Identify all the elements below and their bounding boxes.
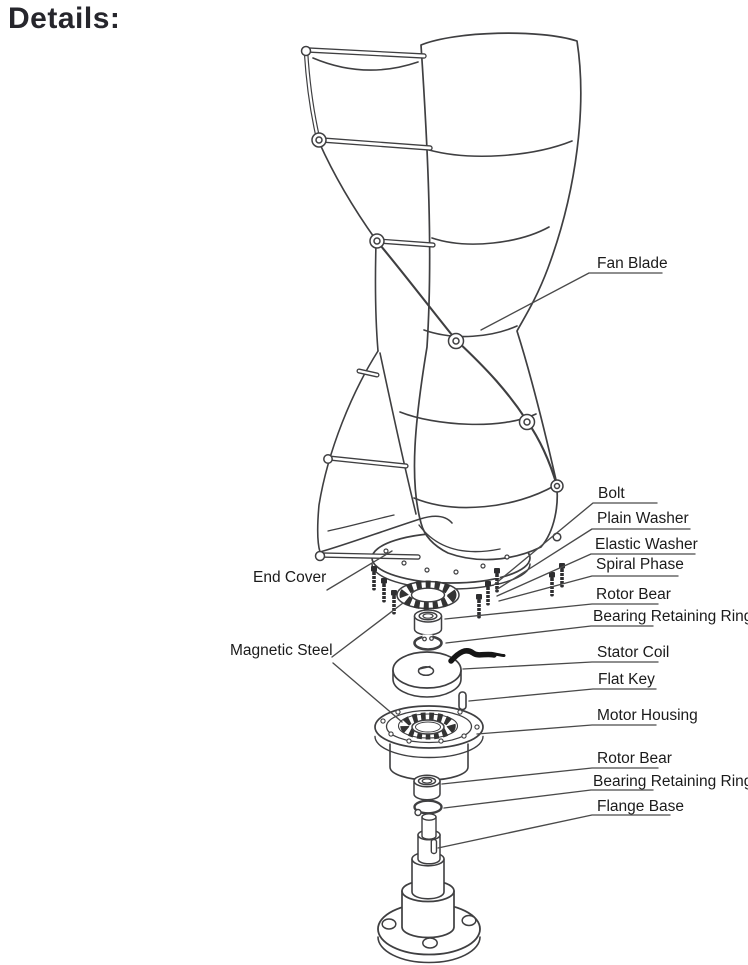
keyway-slot xyxy=(430,838,438,855)
leader-lines xyxy=(326,272,696,849)
label-stator-coil: Stator Coil xyxy=(597,644,670,661)
fan-blade-part xyxy=(300,32,582,575)
blade-joint-bolts xyxy=(300,45,564,562)
stator-wire-tip xyxy=(488,652,506,658)
magnetic-steel-ring xyxy=(396,580,460,610)
label-magnetic-steel: Magnetic Steel xyxy=(230,642,333,659)
leader-bearing-retaining-ring-lower xyxy=(443,789,654,809)
label-rotor-bear-upper: Rotor Bear xyxy=(596,586,671,603)
leader-stator-coil xyxy=(462,661,659,670)
label-elastic-washer: Elastic Washer xyxy=(595,536,698,553)
stator-wire xyxy=(448,648,497,664)
page-title: Details: xyxy=(8,2,121,35)
leader-flat-key xyxy=(468,688,657,702)
leader-fan-blade xyxy=(480,272,663,331)
label-bearing-retaining-ring-upper: Bearing Retaining Ring xyxy=(593,608,748,625)
leader-flange-base xyxy=(437,814,671,849)
leader-bearing-retaining-ring-upper xyxy=(445,625,654,644)
leader-elastic-washer xyxy=(496,553,696,597)
leader-rotor-bear-upper xyxy=(444,603,659,620)
leader-rotor-bear-lower xyxy=(441,767,659,785)
bearing-retaining-ring-upper xyxy=(413,634,443,651)
label-plain-washer: Plain Washer xyxy=(597,510,689,527)
leader-magnetic-steel xyxy=(331,602,404,723)
label-end-cover: End Cover xyxy=(253,569,327,586)
label-motor-housing: Motor Housing xyxy=(597,707,698,724)
label-flange-base: Flange Base xyxy=(597,798,685,815)
label-bolt: Bolt xyxy=(598,485,625,502)
motor-housing-flange-holes xyxy=(380,709,480,744)
stator-coil-part xyxy=(392,648,506,698)
motor-housing-part xyxy=(374,705,484,781)
leader-plain-washer xyxy=(495,528,691,591)
end-cover-holes xyxy=(383,548,510,575)
flat-key-part xyxy=(458,691,467,711)
rotor-bearing-upper xyxy=(413,609,443,636)
flange-base-holes xyxy=(381,914,477,949)
strut-rods xyxy=(305,47,436,560)
leader-motor-housing xyxy=(476,724,657,735)
rotor-bearing-lower xyxy=(413,774,441,801)
leader-bolt xyxy=(494,502,658,585)
label-fan-blade: Fan Blade xyxy=(597,255,668,272)
label-flat-key: Flat Key xyxy=(598,671,655,688)
label-bearing-retaining-ring-lower: Bearing Retaining Ring xyxy=(593,773,748,790)
leader-end-cover xyxy=(326,550,393,591)
leader-spiral-phase xyxy=(498,575,679,602)
label-rotor-bear-lower: Rotor Bear xyxy=(597,750,672,767)
flange-base-part xyxy=(377,813,481,964)
label-spiral-phase: Spiral Phase xyxy=(596,556,684,573)
